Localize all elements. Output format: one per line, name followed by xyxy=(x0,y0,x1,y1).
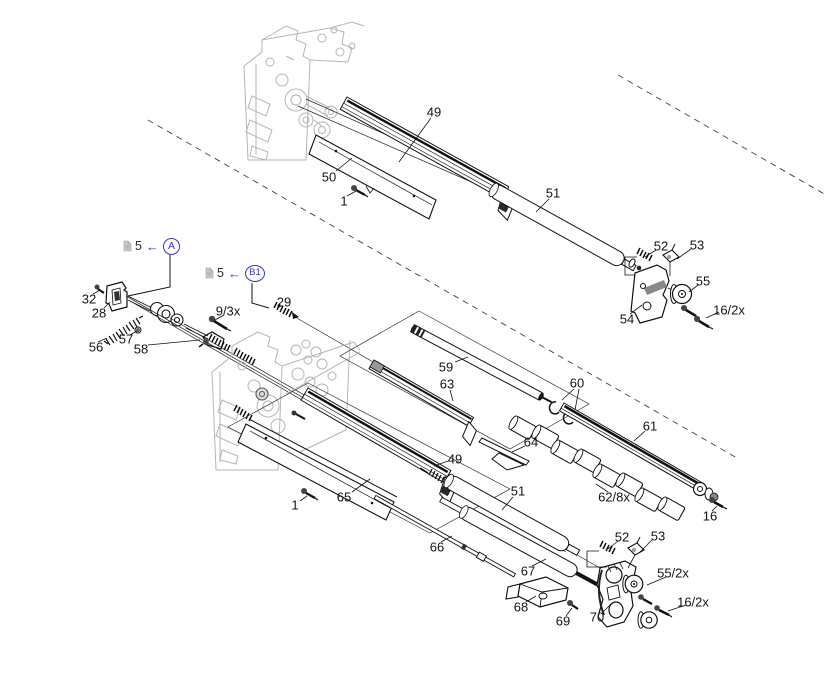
bracket-54 xyxy=(630,264,677,324)
roller-51-lower xyxy=(443,473,581,557)
pulley-55 xyxy=(670,283,693,305)
shaft-66 xyxy=(373,494,517,578)
subassembly-outline-boxes xyxy=(227,310,590,534)
bracket-70 xyxy=(596,560,637,628)
roller-67 xyxy=(439,496,602,589)
rail-63 xyxy=(368,359,477,447)
page-icon xyxy=(205,267,214,279)
callout-b1-page-ref: 5 xyxy=(217,266,224,280)
roller-51-lower-spring xyxy=(419,467,445,484)
screw-1-lower xyxy=(301,488,319,501)
roller-59 xyxy=(409,324,552,404)
clip-53-top xyxy=(662,243,680,263)
frame-bottom-dark-parts xyxy=(233,387,306,422)
frame-sketch-top xyxy=(243,21,365,161)
rail-61 xyxy=(558,402,702,491)
spring-52-lower xyxy=(599,540,616,555)
block-68 xyxy=(505,576,569,608)
washer-57 xyxy=(134,326,142,334)
strip-64 xyxy=(478,437,530,471)
shaft-springs xyxy=(208,333,256,366)
callout-a-label: A xyxy=(167,239,175,252)
page-icon xyxy=(123,240,132,252)
plate-50 xyxy=(308,134,437,220)
callout-a-bubble[interactable]: A xyxy=(162,237,180,255)
screws-16-2x-top xyxy=(681,305,714,330)
screw-9-3x xyxy=(208,315,232,332)
rail-61-end-parts xyxy=(692,481,719,502)
frame-sketch-bottom xyxy=(211,331,361,471)
rollers-62-8x xyxy=(508,415,686,521)
callout-leader-lines xyxy=(127,255,270,309)
bracket-28 xyxy=(105,281,128,312)
spring-52-top xyxy=(636,247,653,262)
screw-69 xyxy=(567,600,579,610)
screw-32 xyxy=(94,284,105,294)
callout-a-arrow-icon: ← xyxy=(145,238,159,254)
pulleys-55-2x xyxy=(622,574,658,629)
section-separator-lines xyxy=(147,74,826,459)
screws-16-2x-lower xyxy=(638,594,673,618)
plate-65 xyxy=(237,418,398,521)
leader-lines xyxy=(92,117,720,617)
callout-a: 5 ← A xyxy=(123,237,180,255)
callout-b1-label: B1 xyxy=(249,267,261,279)
clip-53-lower xyxy=(627,536,645,556)
callout-b1-bubble[interactable]: B1 xyxy=(244,264,265,282)
spring-screw-29 xyxy=(273,301,299,319)
roller-51-top xyxy=(488,182,637,272)
spring-56 xyxy=(103,315,144,346)
screw-1-top xyxy=(351,185,369,198)
callout-a-page-ref: 5 xyxy=(135,239,142,253)
screw-16 xyxy=(709,497,728,510)
callout-b1-arrow-icon: ← xyxy=(227,265,241,281)
callout-b1: 5 ← B1 xyxy=(205,264,265,282)
routing-lines-lower xyxy=(586,550,636,569)
